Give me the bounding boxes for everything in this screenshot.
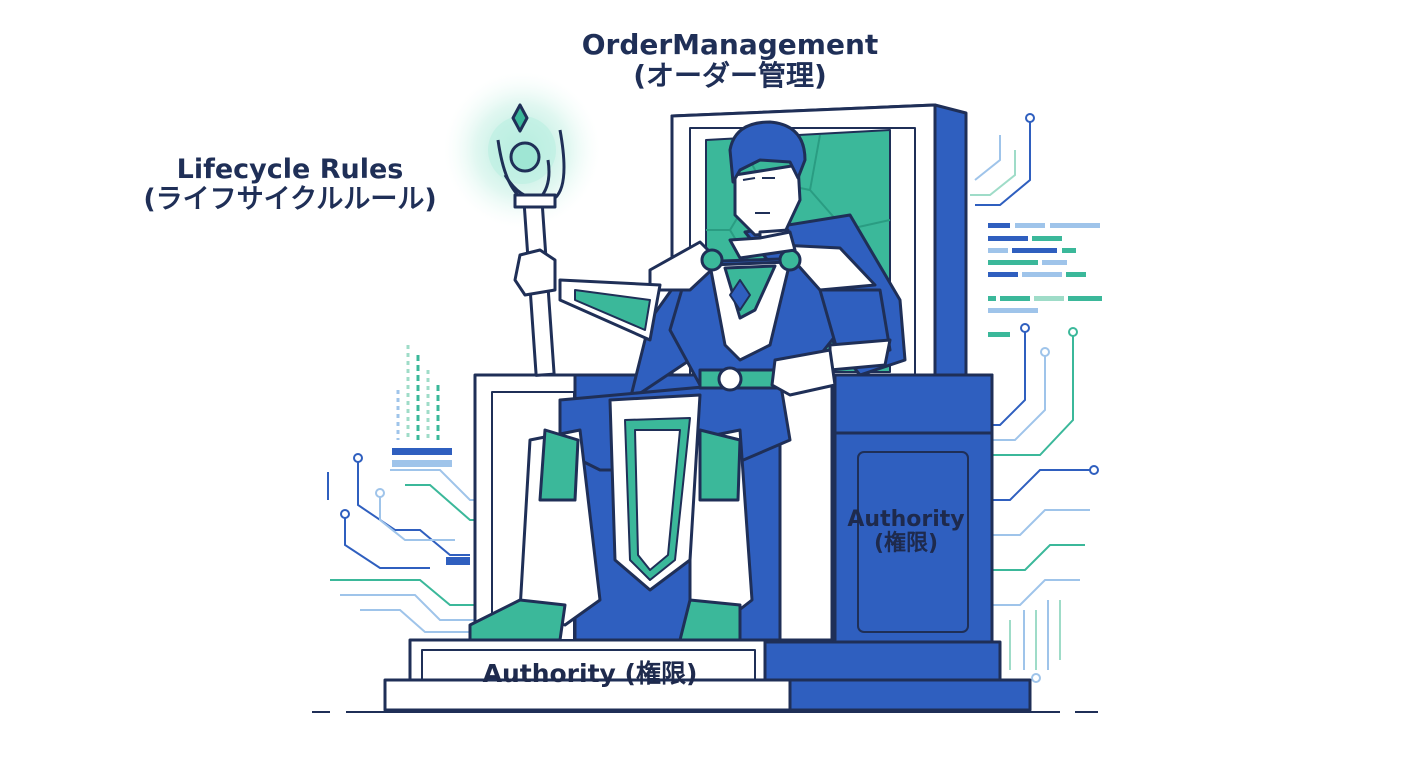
authority-side-line2: (権限) [826,532,986,556]
authority-plinth-label: Authority (権限) [430,660,750,688]
authority-side-label: Authority (権限) [826,508,986,556]
title-label: OrderManagement (オーダー管理) [560,30,900,92]
scepter-icon [444,72,600,375]
circuit-lines-bottom-icon [980,324,1098,682]
bar-signal-icon [392,345,452,467]
lifecycle-rules-label: Lifecycle Rules (ライフサイクルルール) [130,155,450,214]
title-line1: OrderManagement [560,30,900,61]
lifecycle-line2: (ライフサイクルルール) [130,185,450,215]
code-lines-icon [988,223,1102,337]
lifecycle-line1: Lifecycle Rules [130,155,450,185]
title-line2: (オーダー管理) [560,61,900,92]
circuit-lines-icon [328,454,492,632]
circuit-lines-top-icon [970,114,1034,205]
authority-side-line1: Authority [826,508,986,532]
